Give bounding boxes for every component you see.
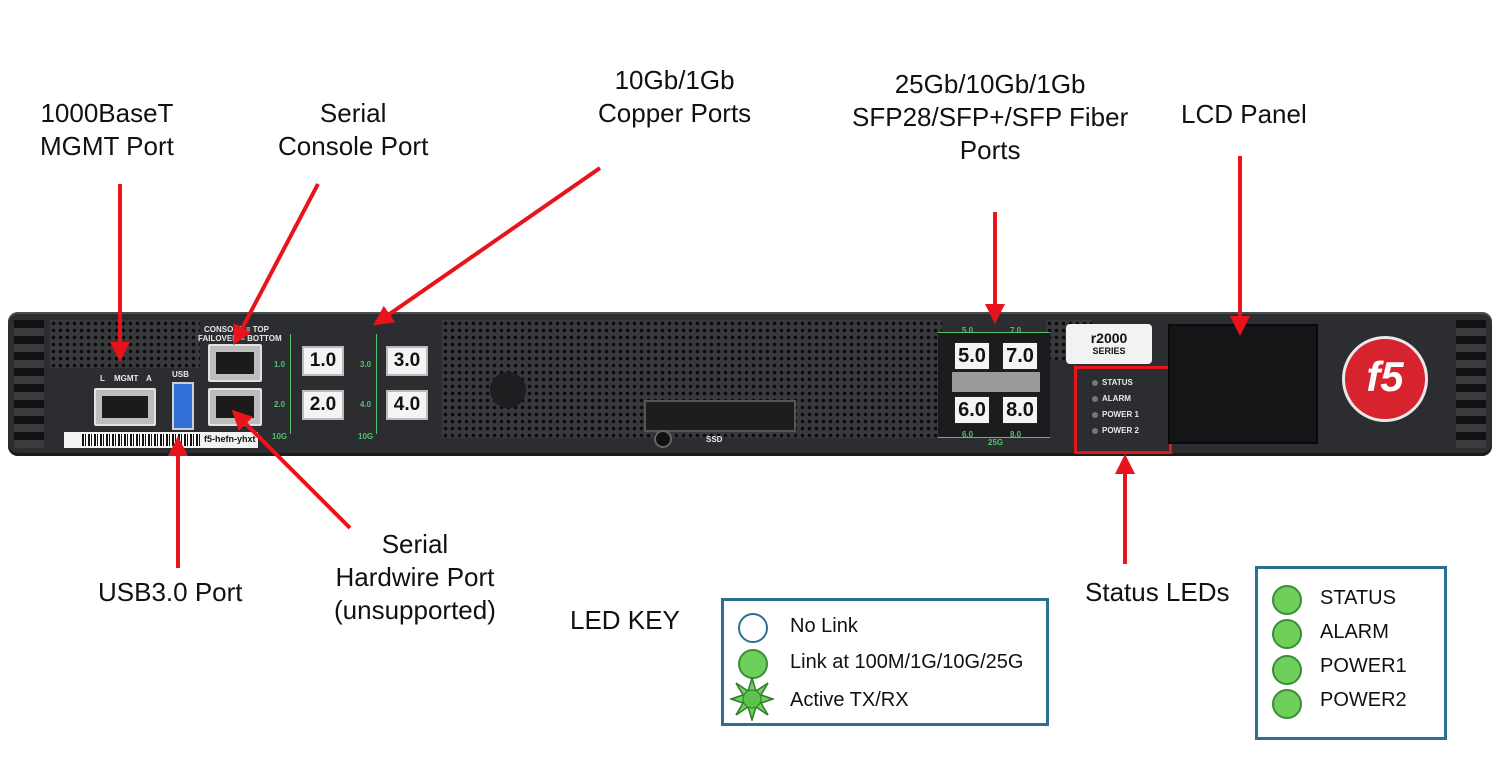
arrow-hardwire [231, 409, 352, 530]
status-legend-alarm: ALARM [1320, 621, 1389, 643]
model-series: SERIES [1092, 346, 1126, 356]
green-circle-icon [738, 649, 768, 679]
f5-logo: f5 [1342, 336, 1428, 422]
alarm-green-icon [1272, 619, 1302, 649]
sfp-bottom-label-1: 6.0 [962, 430, 974, 439]
status-led [1092, 380, 1098, 386]
ssd-lock-icon [654, 430, 672, 448]
usb-port-callout: USB3.0 Port [98, 577, 243, 607]
copper-port-2[interactable]: 2.0 [302, 390, 344, 420]
status-leds-callout: Status LEDs [1085, 577, 1230, 607]
copper-block-1 [290, 334, 357, 434]
status-legend-power1: POWER1 [1320, 655, 1407, 677]
power1-led [1092, 412, 1098, 418]
led-key-title: LED KEY [570, 605, 680, 635]
ssd-bay[interactable] [644, 400, 796, 432]
green-starburst-icon [730, 677, 774, 721]
power1-led-label: POWER 1 [1102, 410, 1139, 419]
sfp-port-7[interactable]: 7.0 [1002, 342, 1038, 370]
status-legend-box: STATUS ALARM POWER1 POWER2 [1255, 566, 1447, 740]
copper-speed-label-1: 10G [272, 432, 288, 441]
f5-logo-text: f5 [1366, 353, 1404, 400]
copper-side-label-3: 3.0 [360, 360, 372, 369]
lcd-panel-callout: LCD Panel [1181, 99, 1307, 129]
sfp-top-label-1: 5.0 [962, 326, 974, 335]
mgmt-a-label: A [146, 374, 152, 383]
model-name: r2000 [1090, 330, 1128, 346]
status-led-label: STATUS [1102, 378, 1133, 387]
serial-console-port[interactable] [208, 344, 262, 382]
mgmt-port[interactable] [94, 388, 156, 426]
fan-icon [490, 372, 526, 408]
copper-speed-label-2: 10G [358, 432, 374, 441]
status-legend-status: STATUS [1320, 587, 1396, 609]
model-badge: r2000 SERIES [1066, 324, 1152, 364]
status-led-panel: STATUS ALARM POWER 1 POWER 2 [1092, 376, 1162, 442]
status-legend-power2: POWER2 [1320, 689, 1407, 711]
power2-led [1092, 428, 1098, 434]
led-key-box: No Link Link at 100M/1G/10G/25G Active T… [721, 598, 1049, 726]
right-ear-vents [1456, 320, 1486, 448]
sfp-bottom-label-2: 8.0 [1010, 430, 1022, 439]
status-green-icon [1272, 585, 1302, 615]
left-ear-vents [14, 320, 44, 448]
sfp-port-6[interactable]: 6.0 [954, 396, 990, 424]
usb-port[interactable] [172, 382, 194, 430]
copper-side-label-2: 2.0 [274, 400, 286, 409]
copper-port-3[interactable]: 3.0 [386, 346, 428, 376]
device-chassis: L MGMT A USB f5-hefn-yhxt CONSOLE = TOP … [8, 312, 1492, 456]
copper-side-label-1: 1.0 [274, 360, 286, 369]
sfp-top-label-2: 7.0 [1010, 326, 1022, 335]
power2-led-label: POWER 2 [1102, 426, 1139, 435]
power2-green-icon [1272, 689, 1302, 719]
mgmt-label: MGMT [114, 374, 139, 383]
alarm-led-label: ALARM [1102, 394, 1131, 403]
sfp-cage [952, 372, 1040, 392]
sfp-port-5[interactable]: 5.0 [954, 342, 990, 370]
sfp-port-8[interactable]: 8.0 [1002, 396, 1038, 424]
copper-block-2 [376, 334, 443, 434]
power1-green-icon [1272, 655, 1302, 685]
copper-side-label-4: 4.0 [360, 400, 372, 409]
empty-circle-icon [738, 613, 768, 643]
arrow-console [233, 183, 320, 346]
sfp-speed-label: 25G [988, 438, 1004, 447]
usb-label: USB [172, 370, 189, 379]
led-key-no-link: No Link [790, 615, 858, 637]
led-key-active: Active TX/RX [790, 689, 909, 711]
led-key-link: Link at 100M/1G/10G/25G [790, 651, 1024, 673]
ssd-label: SSD [706, 435, 723, 444]
arrow-copper [373, 166, 602, 326]
copper-port-4[interactable]: 4.0 [386, 390, 428, 420]
copper-port-1[interactable]: 1.0 [302, 346, 344, 376]
alarm-led [1092, 396, 1098, 402]
hostname-tag: f5-hefn-yhxt [204, 434, 256, 444]
mgmt-l-label: L [100, 374, 105, 383]
lcd-panel [1168, 324, 1318, 444]
